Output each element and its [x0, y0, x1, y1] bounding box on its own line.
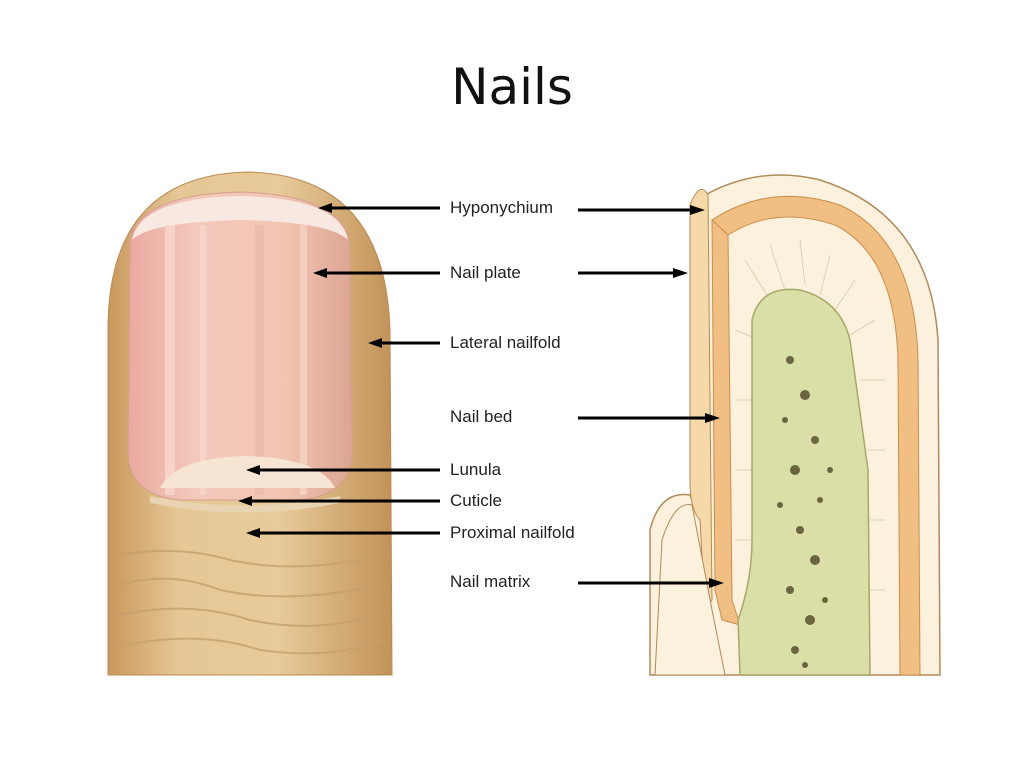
label-lunula: Lunula — [450, 461, 501, 478]
label-nail-matrix: Nail matrix — [450, 573, 530, 590]
label-lateral-nailfold: Lateral nailfold — [450, 334, 561, 351]
bone-shape — [738, 289, 870, 675]
label-nail-plate: Nail plate — [450, 264, 521, 281]
label-cuticle: Cuticle — [450, 492, 502, 509]
finger-top-view — [108, 172, 392, 675]
nail-cross-section — [650, 175, 940, 675]
label-nail-bed: Nail bed — [450, 408, 512, 425]
label-hyponychium: Hyponychium — [450, 199, 553, 216]
label-proximal-nailfold: Proximal nailfold — [450, 524, 575, 541]
